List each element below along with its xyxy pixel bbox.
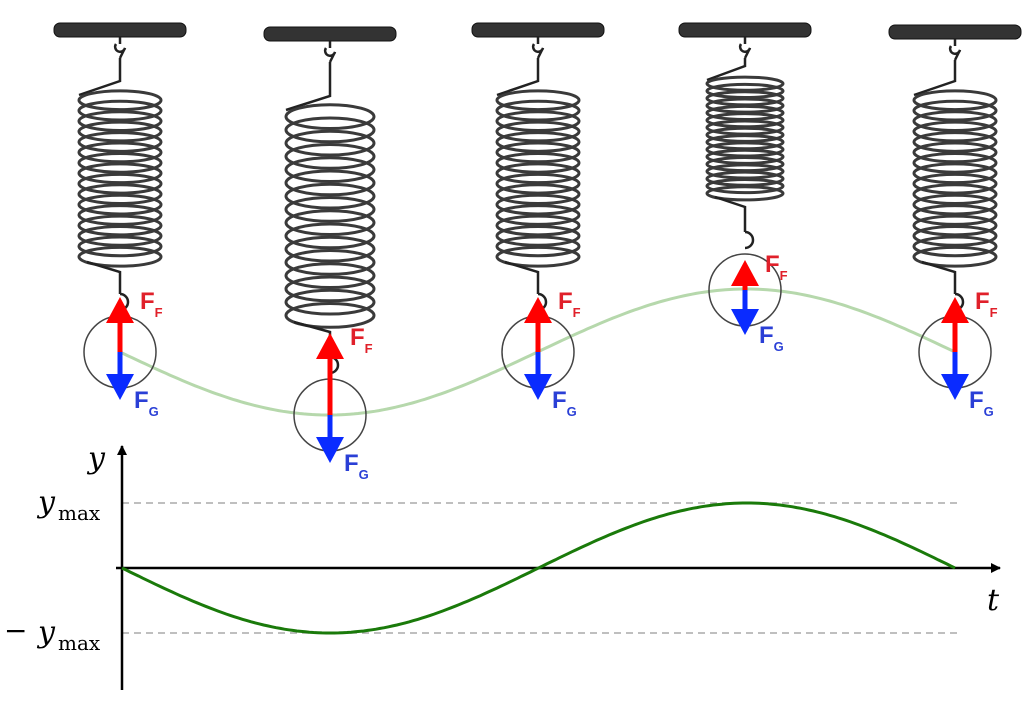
lower-wire: [504, 260, 540, 294]
gravity-force-label: FG: [344, 450, 369, 482]
spring-force-arrow: [731, 260, 759, 290]
ceiling-bar: [471, 22, 605, 38]
spring-coil: [495, 89, 581, 268]
spring-force-arrow: [941, 297, 969, 352]
displacement-curve: [121, 501, 956, 635]
svg-text:max: max: [58, 631, 101, 655]
spring-unit-2: FF FG: [263, 26, 397, 482]
lower-wire: [714, 195, 747, 232]
spring-coil: [912, 89, 998, 268]
ceiling-bar: [53, 22, 187, 38]
spring-force-arrow: [316, 333, 344, 415]
gravity-force-arrow: [106, 352, 134, 400]
top-hook: [531, 37, 545, 59]
upper-wire: [913, 60, 957, 97]
top-hook: [113, 37, 127, 59]
spring-unit-1: FF FG: [53, 22, 187, 419]
y-axis-label: y: [86, 441, 106, 476]
spring-force-arrow: [524, 297, 552, 352]
spring-unit-5: FF FG: [888, 24, 1022, 419]
lower-wire: [921, 260, 957, 294]
top-hook: [948, 39, 962, 61]
lower-wire: [86, 260, 122, 294]
neg-ymax-tick-label: − y max: [4, 614, 101, 655]
spring-force-label: FF: [140, 288, 163, 320]
gravity-force-label: FG: [759, 322, 784, 354]
gravity-force-arrow: [316, 415, 344, 463]
spring-force-arrow: [106, 297, 134, 352]
svg-text:max: max: [58, 501, 101, 525]
upper-wire: [496, 58, 540, 97]
spring-force-label: FF: [350, 324, 373, 356]
svg-text:y: y: [36, 615, 56, 650]
upper-wire: [706, 58, 747, 82]
upper-wire: [285, 62, 332, 112]
gravity-force-arrow: [524, 352, 552, 400]
top-hook: [323, 41, 337, 63]
svg-text:y: y: [36, 485, 56, 520]
ceiling-bar: [678, 22, 812, 38]
gravity-force-label: FG: [969, 387, 994, 419]
spring-coil: [705, 75, 785, 202]
x-axis-label: t: [987, 583, 1000, 618]
spring-coil: [284, 103, 376, 329]
upper-wire: [78, 58, 122, 97]
top-hook: [738, 37, 752, 59]
ceiling-bar: [888, 24, 1022, 40]
spring-unit-4: FF FG: [678, 22, 812, 354]
gravity-force-label: FG: [552, 387, 577, 419]
ceiling-bar: [263, 26, 397, 42]
spring-force-label: FF: [558, 288, 581, 320]
spring-force-label: FF: [975, 288, 998, 320]
spring-unit-3: FF FG: [471, 22, 605, 419]
springs-group: FF FG FF FG FF FG FF FG FF FG: [53, 22, 1022, 482]
displacement-graph: y t y max − y max: [4, 441, 1001, 690]
spring-force-label: FF: [765, 251, 788, 283]
spring-coil: [77, 89, 163, 268]
gravity-force-arrow: [731, 290, 759, 335]
gravity-force-label: FG: [134, 387, 159, 419]
svg-text:−: −: [4, 614, 27, 647]
bottom-hook: [744, 230, 755, 250]
gravity-force-arrow: [941, 352, 969, 400]
ymax-tick-label: y max: [36, 485, 101, 525]
